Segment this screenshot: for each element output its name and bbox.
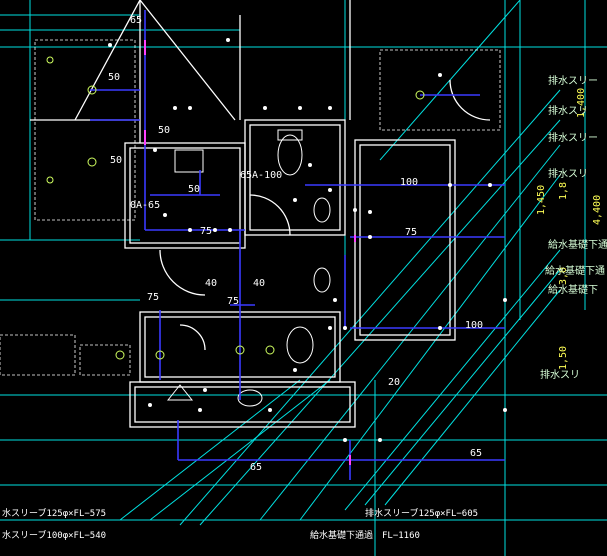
pipe-annotations: 排水スリー 排水スリ 排水スリー 排水スリ 給水基礎下通 給水基礎下通 給水基礎… <box>540 74 607 381</box>
dim-100-b: 100 <box>465 320 483 331</box>
dim-50-a: 50 <box>108 72 120 83</box>
dim-65-b: 65 <box>250 462 262 473</box>
label-0a-65: 0A-65 <box>130 200 160 211</box>
annotation-haisui-2: 排水スリ <box>548 104 588 117</box>
dim-65-c: 65 <box>470 448 482 459</box>
dim-75-d: 75 <box>405 227 417 238</box>
bottom-notes: 水スリーブ125φ×FL−575 水スリーブ100φ×FL−540 排水スリーブ… <box>2 507 478 541</box>
fixture-outlines <box>0 39 501 376</box>
note-sleeve-100: 水スリーブ100φ×FL−540 <box>2 529 106 541</box>
valve-markers <box>46 56 425 360</box>
annotation-kyusui-1: 給水基礎下通 <box>548 238 607 251</box>
dimension-labels: 65 50 50 50 50 0A-65 65A-100 75 75 75 75… <box>108 15 483 473</box>
annotation-haisui-4: 排水スリ <box>548 167 588 180</box>
dim-1-50: 1,50 <box>558 346 569 370</box>
vertical-dimensions: 1,400 1,450 1,8 4,400 3,0 1,50 <box>536 88 603 370</box>
note-drain-sleeve-125: 排水スリーブ125φ×FL−605 <box>365 507 478 519</box>
annotation-haisui-3: 排水スリー <box>548 131 598 144</box>
annotation-kyusui-3: 給水基礎下 <box>548 283 598 296</box>
annotation-haisui-1: 排水スリー <box>548 74 598 87</box>
dim-1-8: 1,8 <box>558 182 569 200</box>
note-sleeve-125: 水スリーブ125φ×FL−575 <box>2 507 106 519</box>
dim-20: 20 <box>388 377 400 388</box>
sanitary-fixtures <box>166 129 331 407</box>
dim-100-a: 100 <box>400 177 418 188</box>
label-65a-100: 65A-100 <box>240 170 282 181</box>
dim-3-0: 3,0 <box>558 267 569 285</box>
dim-75-a: 75 <box>200 226 212 237</box>
room-walls <box>30 0 491 428</box>
dim-1400: 1,400 <box>576 88 587 118</box>
dim-1450: 1,450 <box>536 185 547 215</box>
dim-40-b: 40 <box>253 278 265 289</box>
dim-top-65: 65 <box>130 15 142 26</box>
drain-markers <box>144 40 356 465</box>
dim-50-b: 50 <box>158 125 170 136</box>
dim-50-c: 50 <box>110 155 122 166</box>
dim-40-a: 40 <box>205 278 217 289</box>
annotation-kyusui-2: 給水基礎下通 <box>545 264 605 277</box>
dim-75-b: 75 <box>147 292 159 303</box>
dim-75-c: 75 <box>227 296 239 307</box>
annotation-haisui-5: 排水スリ <box>540 368 580 381</box>
note-water-supply: 給水基礎下通過 FL−1160 <box>310 529 420 541</box>
dim-50-d: 50 <box>188 184 200 195</box>
dim-4400: 4,400 <box>592 195 603 225</box>
node-dots <box>108 38 507 442</box>
